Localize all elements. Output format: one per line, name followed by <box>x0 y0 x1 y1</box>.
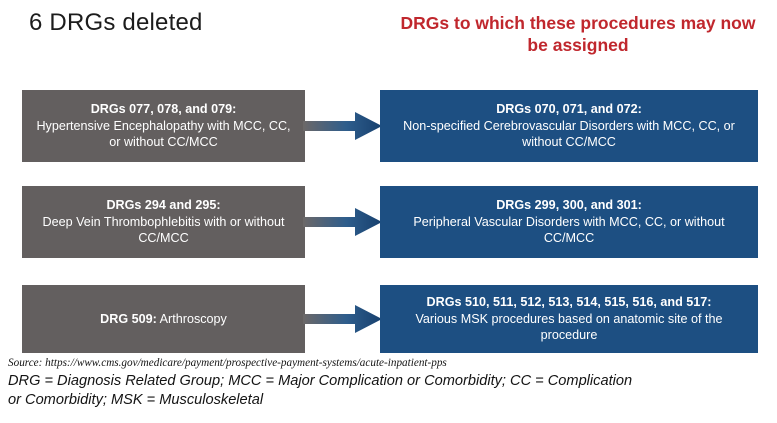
assigned-column-heading-line1: DRGs to which these procedures <box>400 13 676 33</box>
deleted-drg-header: DRGs 294 and 295: <box>106 197 221 212</box>
mapping-row: DRGs 077, 078, and 079: Hypertensive Enc… <box>0 90 777 162</box>
right-arrow-icon <box>303 208 382 236</box>
deleted-drg-description: Deep Vein Thrombophlebitis with or witho… <box>42 214 285 246</box>
deleted-drg-header: DRGs 077, 078, and 079: <box>90 101 237 116</box>
assigned-drg-box: DRGs 070, 071, and 072: Non-specified Ce… <box>380 90 758 162</box>
deleted-drg-description: Hypertensive Encephalopathy with MCC, CC… <box>36 118 291 150</box>
assigned-drg-description: Peripheral Vascular Disorders with MCC, … <box>413 214 725 246</box>
deleted-drg-box: DRGs 077, 078, and 079: Hypertensive Enc… <box>22 90 305 162</box>
deleted-drg-description: Arthroscopy <box>159 311 227 326</box>
assigned-drg-header: DRGs 510, 511, 512, 513, 514, 515, 516, … <box>426 294 712 309</box>
assigned-drg-box: DRGs 510, 511, 512, 513, 514, 515, 516, … <box>380 285 758 353</box>
deleted-drg-box: DRG 509: Arthroscopy <box>22 285 305 353</box>
abbreviation-definitions: DRG = Diagnosis Related Group; MCC = Maj… <box>8 373 633 408</box>
deleted-drg-box: DRGs 294 and 295: Deep Vein Thrombophleb… <box>22 186 305 258</box>
right-arrow-icon <box>303 305 382 333</box>
assigned-column-heading: DRGs to which these procedures may now b… <box>392 12 764 57</box>
assigned-drg-box: DRGs 299, 300, and 301: Peripheral Vascu… <box>380 186 758 258</box>
assigned-drg-description: Various MSK procedures based on anatomic… <box>415 311 723 343</box>
deleted-drg-inline: DRG 509: Arthroscopy <box>100 311 227 328</box>
assigned-drg-header: DRGs 299, 300, and 301: <box>496 197 642 212</box>
mapping-row: DRG 509: Arthroscopy DRGs 510, 511, 512,… <box>0 285 777 353</box>
assigned-column-heading-line2: may now be assigned <box>527 13 756 56</box>
deleted-drg-header: DRG 509: <box>100 311 157 326</box>
source-citation: Source: https://www.cms.gov/medicare/pay… <box>8 357 447 369</box>
mapping-row: DRGs 294 and 295: Deep Vein Thrombophleb… <box>0 186 777 258</box>
assigned-drg-header: DRGs 070, 071, and 072: <box>496 101 642 116</box>
assigned-drg-description: Non-specified Cerebrovascular Disorders … <box>403 118 735 150</box>
page-title: 6 DRGs deleted <box>29 9 203 36</box>
right-arrow-icon <box>303 112 382 140</box>
